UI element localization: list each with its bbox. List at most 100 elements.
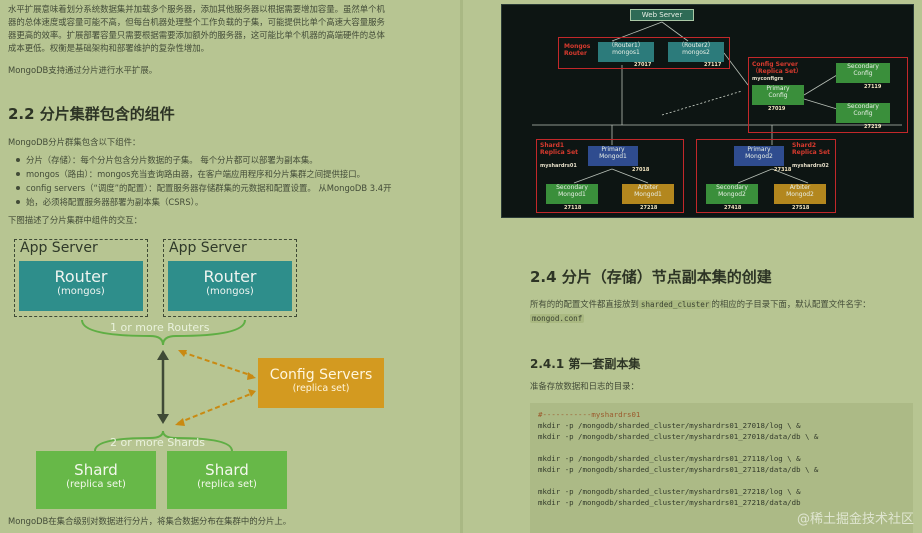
- section-heading-2-4-1: 2.4.1 第一套副本集: [530, 357, 641, 371]
- section-heading-2-2: 2.2 分片集群包含的组件: [8, 105, 175, 123]
- code-line: [538, 475, 905, 486]
- router2-port: 27117: [704, 62, 722, 68]
- left-column: 水平扩展意味着划分系统数据集并加载多个服务器，添加其他服务器以根据需要增加容量。…: [0, 0, 459, 533]
- intro-line: 成本更低。权衡是基础架构和部署维护的复杂性增加。: [8, 43, 209, 53]
- prep-dirs-text: 准备存放数据和日志的目录：: [530, 381, 639, 391]
- footer-text: MongoDB在集合级别对数据进行分片，将集合数据分布在集群中的分片上。: [8, 516, 292, 526]
- router-box-2: Router (mongos): [168, 261, 292, 311]
- shard1-primary-port: 27018: [632, 167, 650, 173]
- config-rs-name: myconfigrs: [752, 76, 784, 82]
- diagram-connectors: [81, 319, 256, 452]
- secondary-config-port-2: 27219: [864, 124, 882, 130]
- shard1-arbiter-port: 27218: [640, 205, 658, 211]
- shard-box-1: Shard (replica set): [36, 451, 156, 509]
- shard-box-2: Shard (replica set): [167, 451, 287, 509]
- router1-node: （Router1）mongos1: [598, 42, 654, 62]
- shard-title: Shard: [205, 461, 249, 479]
- intro-line: 器更高的效率。扩展部署容量只需要根据需要添加额外的服务器，这可能比单个机器的高端…: [8, 30, 385, 40]
- router-subtitle: (mongos): [206, 286, 254, 297]
- list-item: 分片（存储）：每个分片包含分片数据的子集。 每个分片都可以部署为副本集。: [14, 153, 391, 167]
- arrow-head: [247, 372, 256, 380]
- shards-caption: 2 or more Shards: [110, 436, 205, 449]
- list-item: 始，必须将配置服务器部署为副本集（CSRS）。: [14, 195, 391, 209]
- arrow-head: [248, 389, 256, 397]
- shard2-arbiter-port: 27518: [792, 205, 810, 211]
- code-line: #-----------myshardrs01: [538, 410, 641, 419]
- shard-subtitle: (replica set): [66, 479, 126, 490]
- mongos-router-group: [558, 37, 730, 69]
- inline-code: sharded_cluster: [638, 300, 712, 309]
- arrow-head: [178, 350, 187, 357]
- code-line: mkdir -p /mongodb/sharded_cluster/myshar…: [538, 465, 819, 474]
- config-servers-box: Config Servers (replica set): [258, 358, 384, 408]
- app-server-label-2: App Server: [169, 240, 247, 256]
- app-server-box-1: [14, 239, 148, 317]
- shard2-rs-name: myshardrs02: [792, 163, 829, 169]
- code-line: mkdir -p /mongodb/sharded_cluster/myshar…: [538, 432, 819, 441]
- inline-code: mongod.conf: [530, 314, 585, 323]
- shard-config-link: [177, 392, 254, 424]
- config-server-label: Config Server（Replica Set）: [752, 61, 803, 75]
- config-servers-title: Config Servers: [269, 367, 373, 383]
- shards-brace: [94, 430, 233, 452]
- routers-brace: [81, 319, 246, 346]
- config-note-suffix: 的相应的子目录下面，默认配置文件名字：: [711, 299, 871, 309]
- primary-config-port: 27019: [768, 106, 786, 112]
- code-block: #-----------myshardrs01 mkdir -p /mongod…: [530, 403, 913, 533]
- router-box-1: Router (mongos): [19, 261, 143, 311]
- shard1-rs-name: myshardrs01: [540, 163, 577, 169]
- column-divider: [460, 0, 463, 533]
- watermark: @稀土掘金技术社区: [796, 512, 914, 527]
- code-line: mkdir -p /mongodb/sharded_cluster/myshar…: [538, 487, 801, 496]
- config-servers-subtitle: (replica set): [292, 383, 350, 394]
- code-line: mkdir -p /mongodb/sharded_cluster/myshar…: [538, 498, 801, 507]
- code-line: mkdir -p /mongodb/sharded_cluster/myshar…: [538, 454, 801, 463]
- list-item: mongos（路由）：mongos充当查询路由器，在客户端应用程序和分片集群之间…: [14, 167, 391, 181]
- architecture-links: [532, 21, 902, 184]
- router1-port: 27017: [634, 62, 652, 68]
- router-title: Router: [54, 267, 108, 286]
- shard-title: Shard: [74, 461, 118, 479]
- shard2-primary-port: 27318: [774, 167, 792, 173]
- mongodb-support-text: MongoDB支持通过分片进行水平扩展。: [8, 65, 158, 75]
- shard2-secondary-port: 27418: [724, 205, 742, 211]
- code-line: mkdir -p /mongodb/sharded_cluster/myshar…: [538, 421, 801, 430]
- router-title: Router: [203, 267, 257, 286]
- config-file-line: mongod.conf: [530, 312, 585, 325]
- config-note-prefix: 所有的的配置文件都直接放到: [530, 299, 639, 309]
- secondary-config-port-1: 27119: [864, 84, 882, 90]
- router-config-link: [181, 351, 254, 377]
- components-intro: MongoDB分片群集包含以下组件：: [8, 137, 141, 147]
- shard1-group: [536, 139, 684, 213]
- list-item: config servers（“调度”的配置）：配置服务器存储群集的元数据和配置…: [14, 181, 391, 195]
- arrow-head-up: [157, 350, 169, 360]
- router2-node: （Router2）mongos2: [668, 42, 724, 62]
- code-line: [538, 442, 905, 453]
- diagram-intro: 下图描述了分片集群中组件的交互：: [8, 215, 142, 225]
- shard2-group: [696, 139, 836, 213]
- shard1-secondary-port: 27118: [564, 205, 582, 211]
- web-server-node: Web Server: [630, 9, 694, 21]
- intro-line: 水平扩展意味着划分系统数据集并加载多个服务器，添加其他服务器以根据需要增加容量。…: [8, 4, 385, 14]
- shard-subtitle: (replica set): [197, 479, 257, 490]
- config-server-group: [748, 57, 908, 133]
- app-server-box-2: [163, 239, 297, 317]
- components-list: 分片（存储）：每个分片包含分片数据的子集。 每个分片都可以部署为副本集。 mon…: [14, 153, 391, 209]
- intro-line: 器的总体速度或容量可能不高，但每台机器处理整个工作负载的子集，可能提供比单个高速…: [8, 17, 385, 27]
- section-heading-2-4: 2.4 分片（存储）节点副本集的创建: [530, 268, 772, 286]
- arrow-head-down: [157, 414, 169, 424]
- app-server-label-1: App Server: [20, 240, 98, 256]
